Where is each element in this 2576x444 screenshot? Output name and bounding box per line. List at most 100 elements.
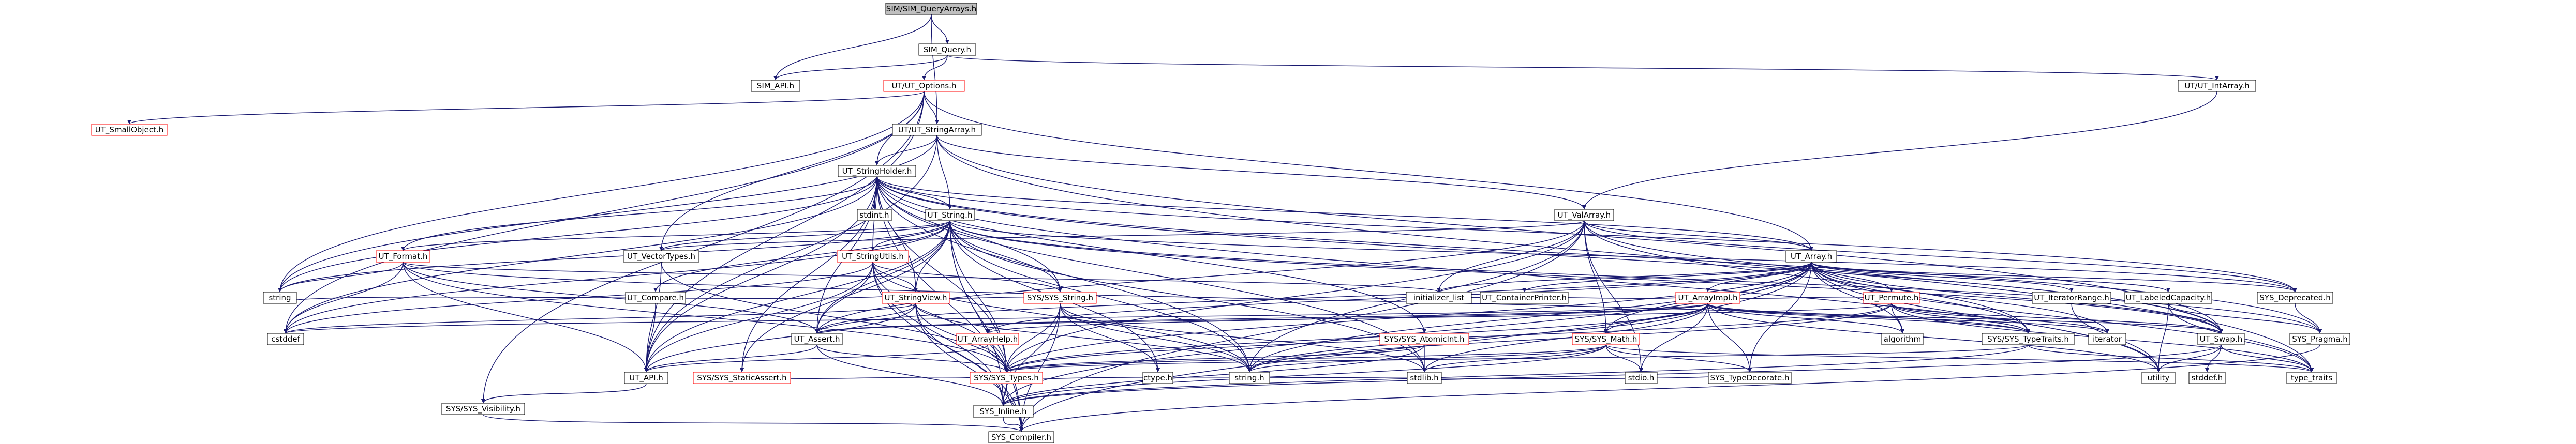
node-sys-typetraits[interactable]: SYS/SYS_TypeTraits.h [1982, 333, 2075, 345]
node-sys-typedecorate[interactable]: SYS_TypeDecorate.h [1708, 372, 1792, 384]
node-root: SIM/SIM_QueryArrays.h [885, 3, 977, 15]
node-box [2088, 333, 2126, 345]
node-sys-atomicint[interactable]: SYS/SYS_AtomicInt.h [1379, 333, 1469, 345]
edge-ut_valarray-to-sys_deprecated [1584, 220, 2297, 293]
node-sys-compiler[interactable]: SYS_Compiler.h [988, 431, 1054, 443]
node-initializer-list[interactable]: initializer_list [1406, 292, 1472, 304]
node-ut-labeledcapacity[interactable]: UT_LabeledCapacity.h [2124, 292, 2212, 304]
node-utility[interactable]: utility [2141, 372, 2176, 384]
node-box [1785, 250, 1837, 263]
node-box [1023, 292, 1097, 304]
node-stdint[interactable]: stdint.h [857, 209, 892, 221]
node-label: UT_ArrayHelp.h [958, 334, 1018, 344]
edge-ut_arrayimpl-to-sys_typedecorate [1707, 303, 1752, 373]
node-sim-query[interactable]: SIM_Query.h [918, 43, 976, 56]
node-ut-compare[interactable]: UT_Compare.h [625, 292, 686, 304]
node-ut-api[interactable]: UT_API.h [624, 372, 668, 384]
edge-ut_stringholder-to-sys_deprecated [876, 176, 2297, 293]
node-ut-stringview[interactable]: UT_StringView.h [882, 292, 950, 304]
node-box [1675, 292, 1740, 304]
edge-sys_atomicint-to-sys_inline [1001, 344, 1425, 406]
edge-ut_format-to-string [278, 262, 404, 293]
node-sys-string[interactable]: SYS/SYS_String.h [1023, 292, 1097, 304]
edge-ut_stringholder-to-cstddef [284, 176, 877, 334]
node-cstddef[interactable]: cstddef [267, 333, 304, 345]
node-ut-vectortypes[interactable]: UT_VectorTypes.h [623, 250, 699, 263]
edge-ut_options-to-cstddef [284, 91, 925, 334]
node-box [2188, 372, 2226, 384]
edge-sys_pragma-to-sys_compiler [1019, 344, 2320, 432]
node-label: string.h [1234, 373, 1264, 382]
node-sys-visibility[interactable]: SYS/SYS_Visibility.h [441, 403, 525, 415]
node-ctype[interactable]: ctype.h [1142, 372, 1173, 384]
edge-ut_swap-to-sys_inline [1001, 344, 2222, 406]
node-box [2286, 372, 2337, 384]
node-ut-stringholder[interactable]: UT_StringHolder.h [838, 165, 916, 177]
node-ut-array[interactable]: UT_Array.h [1785, 250, 1837, 263]
node-label: SYS/SYS_String.h [1027, 293, 1093, 303]
edge-ut_labeledcapacity-to-utility [2156, 303, 2169, 373]
node-ut-permute[interactable]: UT_Permute.h [1863, 292, 1920, 304]
node-ut-arrayhelp[interactable]: UT_ArrayHelp.h [956, 333, 1019, 345]
node-label: UT_API.h [629, 373, 663, 383]
node-sim-api[interactable]: SIM_API.h [751, 80, 800, 92]
node-sys-types[interactable]: SYS/SYS_Types.h [970, 372, 1043, 384]
node-algorithm[interactable]: algorithm [1881, 333, 1924, 345]
node-box [693, 372, 791, 384]
node-box [838, 165, 916, 177]
edge-ut_swap-to-stddef [2205, 344, 2222, 373]
node-ut-valarray[interactable]: UT_ValArray.h [1554, 209, 1614, 221]
edge-ut_permute-to-ut_swap [1891, 303, 2223, 334]
node-sys-staticassert[interactable]: SYS/SYS_StaticAssert.h [693, 372, 791, 384]
node-box [1625, 372, 1658, 384]
node-ut-options[interactable]: UT/UT_Options.h [883, 80, 965, 92]
node-label: UT_StringHolder.h [842, 166, 912, 176]
edge-ut_string-to-sys_types [949, 220, 1008, 373]
edge-ut_arrayimpl-to-utility [1707, 303, 2161, 373]
edge-ut_stringholder-to-ut_array [876, 176, 1813, 251]
node-box [885, 3, 977, 15]
node-box [441, 403, 525, 415]
node-ut-assert[interactable]: UT_Assert.h [791, 333, 843, 345]
edge-ut_string-to-ut_format [401, 220, 950, 251]
edge-ut_stringutils-to-ut_stringview [872, 262, 918, 293]
edge-ut_string-to-ut_compare [653, 220, 950, 293]
edge-ut_string-to-sys_string [949, 220, 1062, 293]
edge-ut_options-to-ut_array [924, 91, 1813, 251]
edge-ut_permute-to-algorithm [1891, 303, 1904, 334]
node-ut-string[interactable]: UT_String.h [925, 209, 975, 221]
node-ut-swap[interactable]: UT_Swap.h [2197, 333, 2245, 345]
edge-root-to-sim_query [931, 14, 949, 44]
edge-ut_array-to-sys_deprecated [1811, 262, 2297, 293]
node-stddef[interactable]: stddef.h [2188, 372, 2226, 384]
edge-ut_valarray-to-initializer_list [1437, 220, 1585, 293]
node-sys-inline[interactable]: SYS_Inline.h [973, 405, 1034, 418]
node-ut-iteratorrange[interactable]: UT_IteratorRange.h [2032, 292, 2111, 304]
node-ut-stringarray[interactable]: UT/UT_StringArray.h [892, 124, 982, 136]
node-box [956, 333, 1019, 345]
node-box [91, 124, 168, 136]
node-ut-stringutils[interactable]: UT_StringUtils.h [837, 250, 909, 263]
edge-sys_deprecated-to-sys_pragma [2295, 303, 2322, 334]
node-stdlib[interactable]: stdlib.h [1407, 372, 1442, 384]
node-ut-smallobject[interactable]: UT_SmallObject.h [91, 124, 168, 136]
edge-ut_stringview-to-ut_assert [815, 303, 916, 334]
node-ut-intarray[interactable]: UT/UT_IntArray.h [2178, 80, 2256, 92]
node-box [751, 80, 800, 92]
node-string-h[interactable]: string.h [1229, 372, 1270, 384]
node-ut-arrayimpl[interactable]: UT_ArrayImpl.h [1675, 292, 1740, 304]
node-sys-pragma[interactable]: SYS_Pragma.h [2289, 333, 2350, 345]
node-ut-format[interactable]: UT_Format.h [376, 250, 430, 263]
node-box [1982, 333, 2075, 345]
node-sys-deprecated[interactable]: SYS_Deprecated.h [2257, 292, 2333, 304]
node-box [263, 292, 297, 304]
node-sys-math[interactable]: SYS/SYS_Math.h [1572, 333, 1640, 345]
node-stdio[interactable]: stdio.h [1625, 372, 1658, 384]
node-type-traits[interactable]: type_traits [2286, 372, 2337, 384]
edge-sys_typetraits-to-sys_types [1004, 344, 2029, 373]
node-ut-containerprinter[interactable]: UT_ContainerPrinter.h [1480, 292, 1569, 304]
node-string[interactable]: string [263, 292, 297, 304]
edge-ut_valarray-to-ut_swap [1584, 220, 2223, 334]
node-box [837, 250, 909, 263]
node-iterator[interactable]: iterator [2088, 333, 2126, 345]
